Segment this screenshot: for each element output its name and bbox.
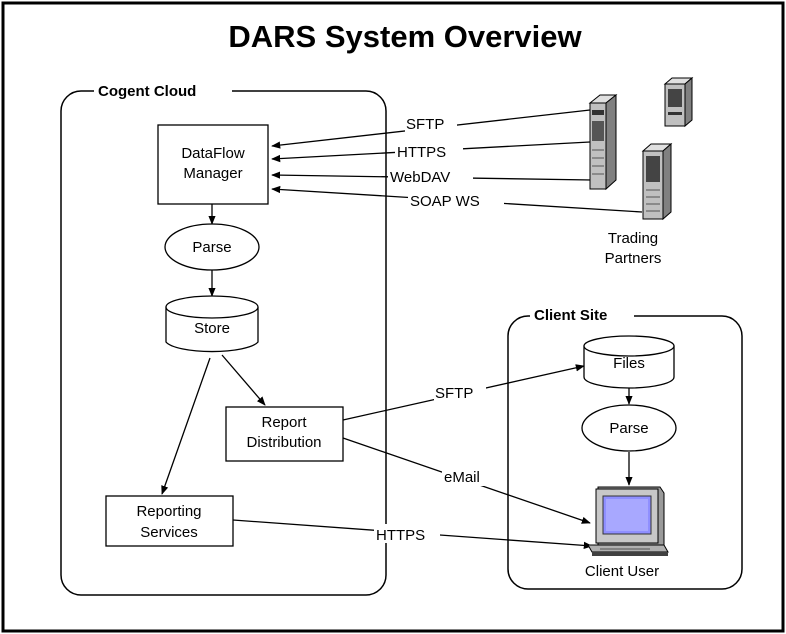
edge-soap: SOAP WS [271, 185, 643, 213]
svg-text:Store: Store [194, 320, 230, 337]
edge-webdav: WebDAV [271, 166, 593, 186]
server-icon [588, 76, 694, 221]
client-site-label: Client Site [534, 307, 607, 324]
svg-text:Distribution: Distribution [246, 434, 321, 451]
cogent-cloud-group: Cogent Cloud [60, 80, 387, 596]
reporting-services-node: Reporting Services [105, 495, 234, 547]
svg-text:Parse: Parse [192, 239, 231, 256]
edge-store-reportdist [221, 354, 266, 406]
client-site-group: Client Site [507, 304, 743, 590]
parse-client-node: Parse [581, 404, 677, 452]
edge-store-reporting [161, 357, 211, 495]
svg-text:HTTPS: HTTPS [376, 527, 425, 544]
trading-partners-label-line2: Partners [605, 250, 662, 267]
svg-text:SFTP: SFTP [435, 385, 473, 402]
page-title: DARS System Overview [228, 19, 582, 54]
parse-cloud-node: Parse [164, 223, 260, 271]
svg-text:SFTP: SFTP [406, 116, 444, 133]
files-node: Files [583, 335, 675, 389]
report-distribution-node: Report Distribution [225, 406, 344, 462]
edge-sftp-in: SFTP [271, 109, 591, 149]
cogent-cloud-label: Cogent Cloud [98, 83, 196, 100]
svg-text:DataFlow: DataFlow [181, 145, 245, 162]
edge-https-in: HTTPS [271, 141, 591, 163]
edge-https-out: HTTPS [232, 519, 593, 550]
svg-text:HTTPS: HTTPS [397, 144, 446, 161]
client-user-label: Client User [585, 563, 659, 580]
computer-icon [587, 486, 669, 556]
store-node: Store [165, 295, 259, 353]
svg-text:WebDAV: WebDAV [390, 169, 450, 186]
svg-text:Services: Services [140, 524, 198, 541]
edge-email: eMail [342, 437, 591, 524]
svg-text:Files: Files [613, 355, 645, 372]
trading-partners-label-line1: Trading [608, 230, 658, 247]
svg-text:Report: Report [261, 414, 307, 431]
svg-text:Parse: Parse [609, 420, 648, 437]
edge-sftp-out: SFTP [342, 364, 585, 421]
svg-text:Reporting: Reporting [136, 503, 201, 520]
svg-text:Manager: Manager [183, 165, 242, 182]
svg-text:eMail: eMail [444, 469, 480, 486]
dataflow-manager-node: DataFlow Manager [157, 124, 269, 205]
svg-text:SOAP WS: SOAP WS [410, 193, 480, 210]
